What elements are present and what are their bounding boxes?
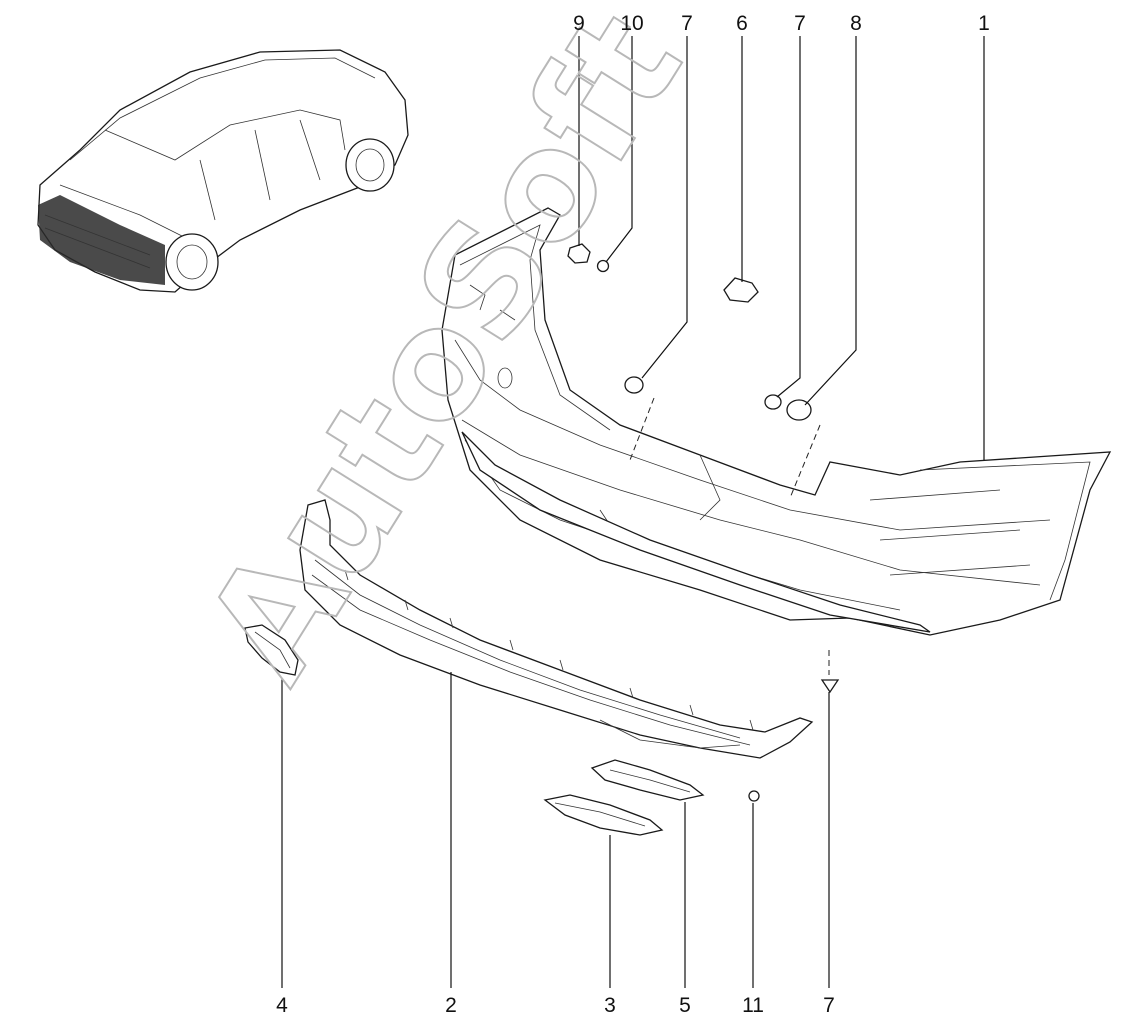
part-7-nut-right	[764, 394, 782, 410]
callout-8: 8	[850, 12, 862, 35]
callout-7-b: 7	[794, 12, 806, 35]
callout-11: 11	[742, 994, 764, 1017]
part-3-reflector	[543, 794, 664, 836]
part-10-screw	[596, 259, 610, 273]
assembly-guide-lines	[629, 397, 830, 675]
callout-4: 4	[276, 994, 288, 1017]
callout-2: 2	[445, 994, 457, 1017]
vehicle-overview-illustration	[37, 49, 409, 293]
part-7-screw-lower	[820, 679, 840, 694]
part-1-bumper-cover	[441, 207, 1112, 636]
callout-6: 6	[736, 12, 748, 35]
part-9-clip	[567, 243, 591, 264]
part-2-lower-bumper-panel	[299, 499, 814, 759]
part-5-bracket-panel	[590, 759, 705, 801]
part-6-bracket	[723, 277, 759, 303]
callout-7-c: 7	[823, 994, 835, 1017]
part-4-side-trim	[244, 624, 299, 676]
callout-9: 9	[573, 12, 585, 35]
part-7-nut-left	[624, 376, 644, 394]
callouts-bottom: 4 2 3 5 11 7	[276, 994, 835, 1017]
callouts-top: 9 10 7 6 7 8 1	[573, 12, 990, 35]
callout-5: 5	[679, 994, 691, 1017]
leader-lines	[281, 36, 985, 988]
part-11-screw	[748, 790, 760, 802]
callout-10: 10	[620, 12, 643, 35]
fastener-clips	[567, 243, 840, 802]
callout-7-a: 7	[681, 12, 693, 35]
callout-3: 3	[604, 994, 616, 1017]
callout-1: 1	[978, 12, 990, 35]
